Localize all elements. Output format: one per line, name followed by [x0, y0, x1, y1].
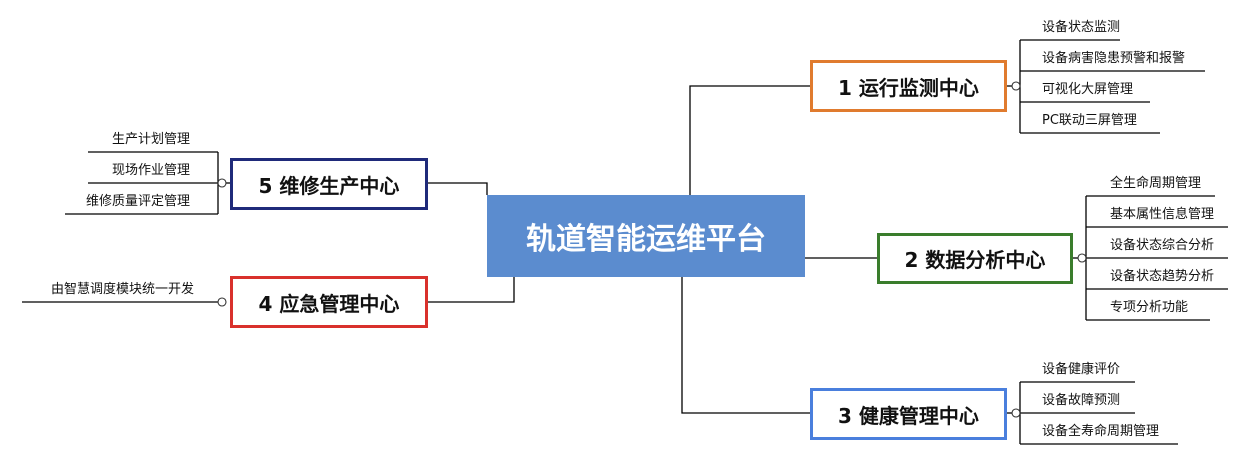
leaf-h1-1: 设备状态监测 — [1042, 20, 1121, 35]
leaf-h1-2: 设备病害隐患预警和报警 — [1042, 51, 1186, 66]
leaf-h5-2: 现场作业管理 — [111, 163, 190, 178]
hub-h2-label: 2 数据分析中心 — [904, 248, 1046, 272]
connector-center-h3 — [681, 277, 810, 414]
hub-h4: 4 应急管理中心 — [230, 276, 428, 328]
branch-h4-knot — [217, 297, 227, 307]
branch-h5-knot — [217, 178, 227, 188]
leaf-h3-3: 设备全寿命周期管理 — [1042, 424, 1160, 439]
hub-h1-label: 1 运行监测中心 — [838, 75, 979, 100]
branch-h3-knot — [1011, 408, 1021, 418]
hub-h1: 1 运行监测中心 — [810, 60, 1007, 112]
connector-center-h1 — [689, 85, 810, 195]
branch-h2-knot — [1077, 253, 1087, 263]
hub-h3-label: 3 健康管理中心 — [838, 403, 979, 428]
branch-h1-knot — [1011, 81, 1021, 91]
hub-h5: 5 维修生产中心 — [230, 158, 428, 210]
connector-center-h5 — [428, 182, 488, 195]
leaf-h4-1: 由智慧调度模块统一开发 — [50, 282, 194, 297]
hub-h3: 3 健康管理中心 — [810, 388, 1007, 440]
hub-h2: 2 数据分析中心 — [877, 233, 1073, 284]
leaf-h5-3: 维修质量评定管理 — [85, 194, 190, 209]
leaf-h1-4: PC联动三屏管理 — [1042, 113, 1137, 128]
hub-h5-label: 5 维修生产中心 — [258, 173, 400, 198]
center-node-title: 轨道智能运维平台 — [487, 195, 805, 277]
leaf-h1-3: 可视化大屏管理 — [1042, 82, 1134, 97]
connector-center-h4 — [428, 277, 515, 303]
hub-h4-label: 4 应急管理中心 — [258, 291, 400, 316]
leaf-h2-4: 设备状态趋势分析 — [1110, 269, 1215, 284]
leaf-h2-5: 专项分析功能 — [1110, 300, 1189, 315]
leaf-h2-3: 设备状态综合分析 — [1110, 238, 1215, 253]
leaf-h2-1: 全生命周期管理 — [1110, 176, 1202, 191]
leaf-h3-1: 设备健康评价 — [1042, 362, 1121, 377]
leaf-h5-1: 生产计划管理 — [111, 132, 190, 147]
leaf-h2-2: 基本属性信息管理 — [1110, 207, 1215, 222]
leaf-h3-2: 设备故障预测 — [1042, 393, 1121, 408]
